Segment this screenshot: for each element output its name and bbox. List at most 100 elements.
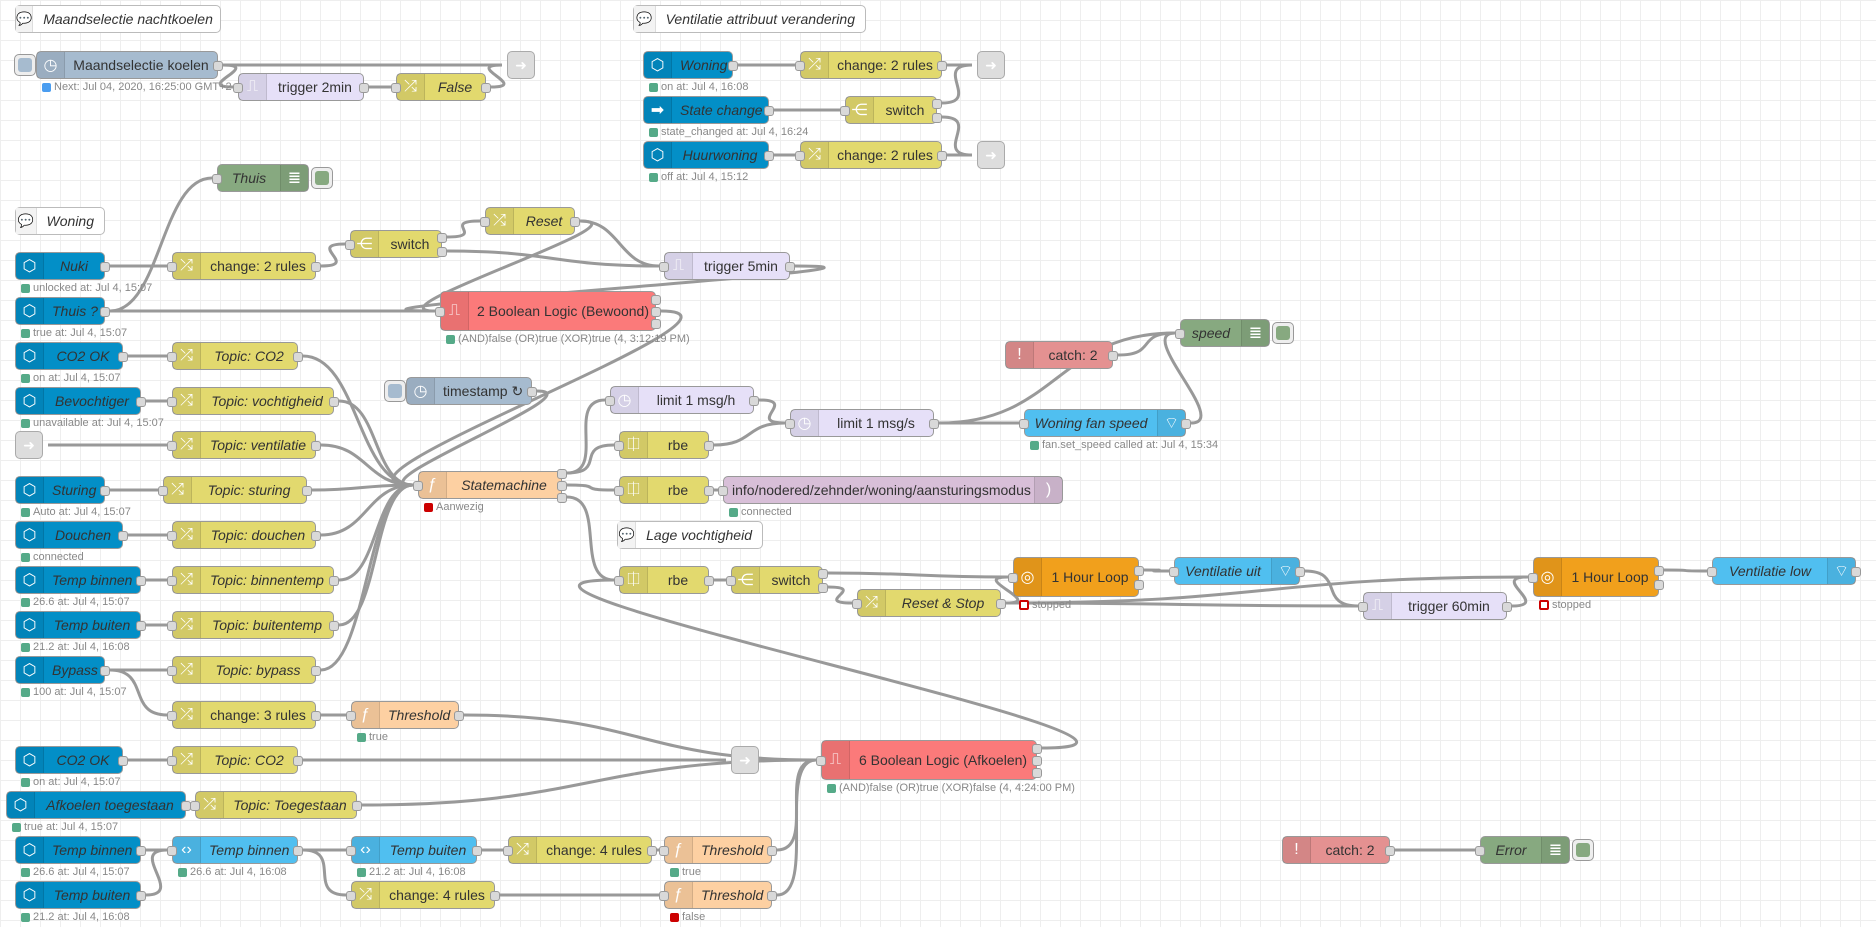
inject-button[interactable] xyxy=(384,380,406,402)
output-port[interactable] xyxy=(472,846,482,856)
input-port[interactable] xyxy=(346,846,356,856)
wire[interactable] xyxy=(776,758,817,897)
node-topic-co2b[interactable]: ⤮Topic: CO2 xyxy=(167,746,303,774)
output-port[interactable] xyxy=(352,801,362,811)
output-port[interactable] xyxy=(818,569,828,579)
input-port[interactable] xyxy=(605,396,615,406)
input-port[interactable] xyxy=(167,756,177,766)
wire[interactable] xyxy=(758,398,786,425)
output-port[interactable] xyxy=(293,756,303,766)
debug-toggle-button[interactable] xyxy=(1572,839,1594,861)
output-port[interactable] xyxy=(785,262,795,272)
input-port[interactable] xyxy=(413,481,423,491)
input-port[interactable] xyxy=(391,83,401,93)
output-port[interactable] xyxy=(651,295,661,305)
link-node[interactable]: ➜ xyxy=(731,746,759,774)
output-port[interactable] xyxy=(704,576,714,586)
wire[interactable] xyxy=(320,483,414,537)
node-trigger5[interactable]: ⎍trigger 5min xyxy=(659,252,795,280)
input-port[interactable] xyxy=(346,711,356,721)
input-port[interactable] xyxy=(1008,573,1018,583)
input-port[interactable] xyxy=(345,240,355,250)
input-port[interactable] xyxy=(167,666,177,676)
output-port[interactable] xyxy=(557,493,567,503)
node-sturing[interactable]: ⬡Sturing xyxy=(15,476,110,504)
input-port[interactable] xyxy=(233,83,243,93)
node-afkoelen[interactable]: ⬡Afkoelen toegestaan xyxy=(6,791,191,819)
node-mqtt[interactable]: info/nodered/zehnder/woning/aansturingsm… xyxy=(718,476,1063,504)
output-port[interactable] xyxy=(1295,567,1305,577)
node-maandselectie[interactable]: ◷Maandselectie koelen xyxy=(36,51,223,79)
output-port[interactable] xyxy=(1654,580,1664,590)
output-port[interactable] xyxy=(932,99,942,109)
link-node[interactable]: ➜ xyxy=(507,51,535,79)
wire[interactable] xyxy=(338,483,414,627)
node-rbe2[interactable]: ⎅rbe xyxy=(614,476,714,504)
input-port[interactable] xyxy=(840,106,850,116)
wire[interactable] xyxy=(566,443,615,475)
output-port[interactable] xyxy=(311,666,321,676)
node-timestamp[interactable]: ◷timestamp ↻ xyxy=(406,377,537,405)
input-port[interactable] xyxy=(503,846,513,856)
output-port[interactable] xyxy=(1385,846,1395,856)
output-port[interactable] xyxy=(570,217,580,227)
wire[interactable] xyxy=(338,399,414,487)
input-port[interactable] xyxy=(852,599,862,609)
wire[interactable] xyxy=(579,219,660,268)
input-port[interactable] xyxy=(795,151,805,161)
node-bool6[interactable]: ⎍6 Boolean Logic (Afkoelen) xyxy=(816,740,1042,780)
node-bevochtiger[interactable]: ⬡Bevochtiger xyxy=(15,387,146,415)
node-douchen[interactable]: ⬡Douchen xyxy=(15,521,128,549)
wire[interactable] xyxy=(320,443,414,487)
input-port[interactable] xyxy=(614,441,624,451)
output-port[interactable] xyxy=(651,307,661,317)
input-port[interactable] xyxy=(726,576,736,586)
output-port[interactable] xyxy=(100,307,110,317)
wire[interactable] xyxy=(446,219,481,239)
node-nuki-chg[interactable]: ⤮change: 2 rules xyxy=(167,252,321,280)
output-port[interactable] xyxy=(118,756,128,766)
node-trigger60[interactable]: ⎍trigger 60min xyxy=(1358,592,1512,620)
wire[interactable] xyxy=(941,115,973,157)
output-port[interactable] xyxy=(329,397,339,407)
node-limit-s[interactable]: ◷limit 1 msg/s xyxy=(785,409,939,437)
output-port[interactable] xyxy=(293,352,303,362)
output-port[interactable] xyxy=(1502,602,1512,612)
output-port[interactable] xyxy=(311,441,321,451)
node-vocht-switch[interactable]: ⋲switch xyxy=(726,566,828,594)
node-loop2[interactable]: ◎1 Hour Loop xyxy=(1528,557,1664,597)
node-chg3[interactable]: ⤮change: 3 rules xyxy=(167,701,321,729)
inject-button[interactable] xyxy=(14,54,36,76)
output-port[interactable] xyxy=(937,151,947,161)
input-port[interactable] xyxy=(167,397,177,407)
input-port[interactable] xyxy=(795,61,805,71)
input-port[interactable] xyxy=(346,891,356,901)
comment-lage-vochtigheid[interactable]: 💬Lage vochtigheid xyxy=(617,521,763,549)
link-node[interactable]: ➜ xyxy=(977,51,1005,79)
input-port[interactable] xyxy=(167,531,177,541)
node-speed[interactable]: speed≣ xyxy=(1175,319,1270,347)
node-topic-co2[interactable]: ⤮Topic: CO2 xyxy=(167,342,303,370)
wire[interactable] xyxy=(302,848,347,897)
node-vent-uit[interactable]: Ventilatie uit⌔ xyxy=(1169,557,1305,585)
output-port[interactable] xyxy=(651,319,661,329)
output-port[interactable] xyxy=(293,846,303,856)
wire[interactable] xyxy=(1143,568,1170,573)
output-port[interactable] xyxy=(437,233,447,243)
output-port[interactable] xyxy=(764,106,774,116)
link-node[interactable]: ➜ xyxy=(15,431,43,459)
input-port[interactable] xyxy=(480,217,490,227)
output-port[interactable] xyxy=(937,61,947,71)
output-port[interactable] xyxy=(704,486,714,496)
input-port[interactable] xyxy=(167,262,177,272)
output-port[interactable] xyxy=(1032,756,1042,766)
wire[interactable] xyxy=(145,848,168,897)
node-tbu-get[interactable]: ‹›Temp buiten xyxy=(346,836,482,864)
wire[interactable] xyxy=(1117,331,1176,357)
wire[interactable] xyxy=(1663,568,1708,573)
output-port[interactable] xyxy=(136,846,146,856)
input-port[interactable] xyxy=(614,576,624,586)
node-topic-toeg[interactable]: ⤮Topic: Toegestaan xyxy=(190,791,362,819)
input-port[interactable] xyxy=(1475,846,1485,856)
